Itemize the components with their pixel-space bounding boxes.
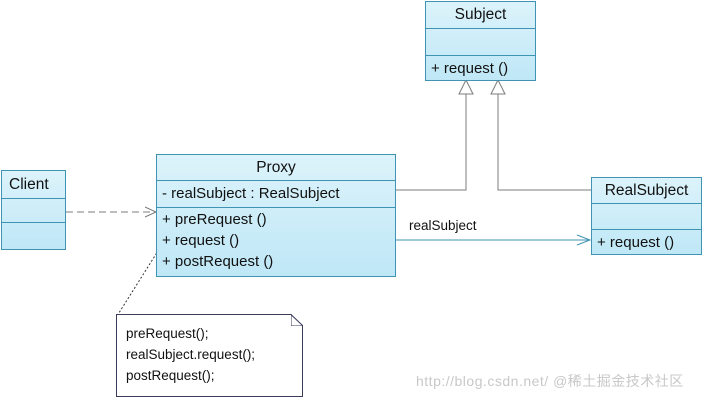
proxy-class[interactable]: Proxy - realSubject : RealSubject + preR… (156, 154, 396, 277)
subject-attributes-section (426, 29, 535, 56)
realsubject-class-name: RealSubject (592, 178, 701, 204)
realsubject-class[interactable]: RealSubject + request () (591, 177, 702, 255)
subject-operation: + request () (431, 60, 509, 77)
proxy-attributes-section: - realSubject : RealSubject (157, 181, 395, 208)
subject-operations-section: + request () (426, 56, 535, 79)
client-class-name: Client (2, 171, 65, 199)
note-line: postRequest(); (126, 368, 215, 383)
proxy-attribute: - realSubject : RealSubject (162, 185, 340, 202)
realsubject-operations-section: + request () (592, 230, 701, 253)
realsubject-attributes-section (592, 204, 701, 230)
proxy-generalization-line (396, 82, 467, 191)
comment-note[interactable]: preRequest(); realSubject.request(); pos… (116, 314, 303, 397)
proxy-generalization-arrowhead (458, 78, 474, 95)
subject-class[interactable]: Subject + request () (425, 1, 536, 81)
note-line: preRequest(); (126, 326, 209, 341)
realsubject-operation: + request () (597, 234, 675, 251)
proxy-operations-section: + preRequest () + request () + postReque… (157, 208, 395, 272)
proxy-operation-prerequest: + preRequest () (162, 211, 267, 228)
proxy-operation-request: + request () (162, 232, 240, 249)
proxy-class-name: Proxy (157, 155, 395, 181)
watermark: http://blog.csdn.net/ @稀土掘金技术社区 (416, 373, 684, 389)
association-arrowhead (576, 234, 592, 246)
association-label: realSubject (409, 218, 477, 233)
note-fold-icon (291, 314, 303, 326)
realsubject-generalization-arrowhead (490, 78, 506, 95)
note-line: realSubject.request(); (126, 347, 256, 362)
client-class[interactable]: Client (1, 170, 66, 250)
subject-class-name: Subject (426, 2, 535, 29)
proxy-operation-postrequest: + postRequest () (162, 253, 274, 270)
realsubject-generalization-line (497, 82, 591, 191)
client-attributes-section (2, 199, 65, 223)
